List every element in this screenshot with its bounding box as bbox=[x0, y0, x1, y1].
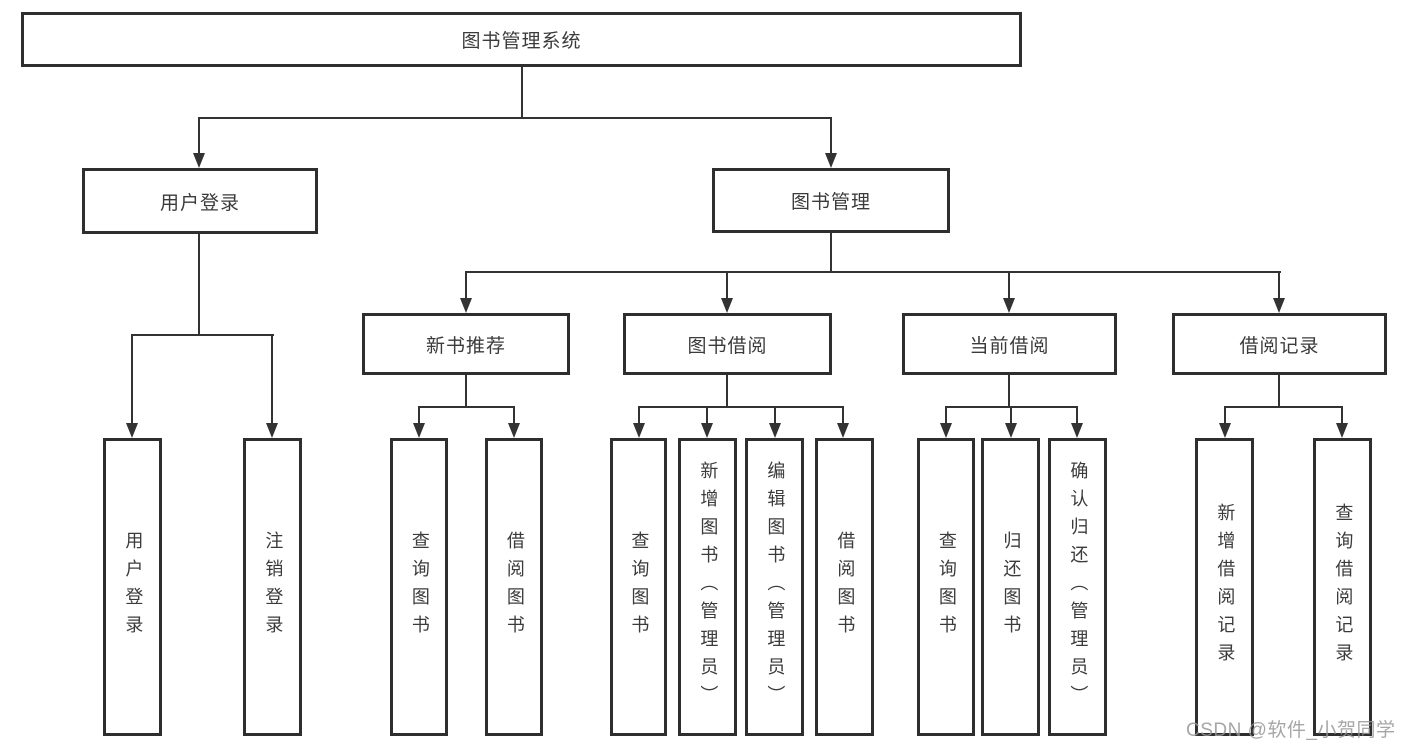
connector-line bbox=[131, 334, 274, 336]
leaf-logout: 注销登录 bbox=[243, 438, 302, 736]
connector-line bbox=[198, 117, 832, 119]
leaf-borrow-books-recommend: 借阅图书 bbox=[485, 438, 543, 736]
leaf-label: 借阅图书 bbox=[504, 531, 525, 643]
node-current-borrowing: 当前借阅 bbox=[902, 313, 1117, 375]
leaf-label: 新增借阅记录 bbox=[1215, 503, 1236, 671]
leaf-label: 确认归还（管理员） bbox=[1068, 461, 1089, 713]
node-label: 当前借阅 bbox=[969, 335, 1050, 357]
connector-line bbox=[465, 375, 467, 407]
connector-line bbox=[1008, 375, 1010, 407]
leaf-query-borrow-record: 查询借阅记录 bbox=[1313, 438, 1372, 736]
leaf-label: 借阅图书 bbox=[835, 531, 856, 643]
leaf-label: 归还图书 bbox=[1001, 531, 1022, 643]
leaf-label: 新增图书（管理员） bbox=[698, 461, 719, 713]
leaf-label: 用户登录 bbox=[123, 531, 144, 643]
arrow-down-icon bbox=[1071, 407, 1083, 438]
arrow-down-icon bbox=[508, 407, 520, 438]
arrow-down-icon bbox=[1005, 407, 1017, 438]
leaf-label: 注销登录 bbox=[263, 531, 284, 643]
connector-line bbox=[1224, 406, 1343, 408]
connector-line bbox=[198, 234, 200, 335]
node-label: 图书管理 bbox=[790, 192, 871, 213]
arrow-down-icon bbox=[825, 118, 837, 168]
leaf-borrow-books: 借阅图书 bbox=[815, 438, 874, 736]
arrow-down-icon bbox=[837, 407, 849, 438]
node-label: 新书推荐 bbox=[425, 335, 506, 357]
node-label: 用户登录 bbox=[159, 192, 240, 214]
node-label: 借阅记录 bbox=[1239, 335, 1320, 357]
arrow-down-icon bbox=[126, 335, 138, 438]
node-book-management: 图书管理 bbox=[712, 168, 950, 233]
leaf-query-books-current: 查询图书 bbox=[917, 438, 975, 736]
arrow-down-icon bbox=[460, 272, 472, 313]
arrow-down-icon bbox=[940, 407, 952, 438]
arrow-down-icon bbox=[1219, 407, 1231, 438]
leaf-label: 查询图书 bbox=[409, 531, 430, 643]
leaf-add-books-admin: 新增图书（管理员） bbox=[678, 438, 737, 736]
connector-line bbox=[638, 406, 844, 408]
arrow-down-icon bbox=[1003, 272, 1015, 313]
connector-line bbox=[726, 375, 728, 407]
leaf-user-login: 用户登录 bbox=[103, 438, 162, 736]
node-book-borrowing: 图书借阅 bbox=[623, 313, 832, 375]
connector-line bbox=[830, 233, 832, 272]
leaf-query-books-recommend: 查询图书 bbox=[390, 438, 448, 736]
arrow-down-icon bbox=[769, 407, 781, 438]
csdn-watermark: CSDN @软件_小贺同学 bbox=[1186, 720, 1396, 741]
connector-line bbox=[465, 271, 1281, 273]
node-label: 图书借阅 bbox=[687, 335, 768, 357]
connector-line bbox=[521, 67, 523, 118]
node-label: 图书管理系统 bbox=[461, 31, 582, 52]
connector-line bbox=[1278, 375, 1280, 407]
node-new-book-recommend: 新书推荐 bbox=[362, 313, 570, 375]
leaf-label: 查询图书 bbox=[936, 531, 957, 643]
arrow-down-icon bbox=[633, 407, 645, 438]
arrow-down-icon bbox=[1336, 407, 1348, 438]
arrow-down-icon bbox=[721, 272, 733, 313]
leaf-label: 查询借阅记录 bbox=[1333, 503, 1354, 671]
leaf-add-borrow-record: 新增借阅记录 bbox=[1195, 438, 1254, 736]
arrow-down-icon bbox=[1273, 272, 1285, 313]
leaf-edit-books-admin: 编辑图书（管理员） bbox=[745, 438, 804, 736]
arrow-down-icon bbox=[413, 407, 425, 438]
leaf-query-books-borrowing: 查询图书 bbox=[610, 438, 667, 736]
node-borrowing-records: 借阅记录 bbox=[1172, 313, 1387, 375]
leaf-confirm-return-admin: 确认归还（管理员） bbox=[1048, 438, 1107, 736]
node-user-login: 用户登录 bbox=[82, 168, 318, 234]
node-library-management-system: 图书管理系统 bbox=[21, 12, 1022, 67]
connector-line bbox=[418, 406, 515, 408]
leaf-label: 查询图书 bbox=[629, 531, 650, 643]
arrow-down-icon bbox=[193, 118, 205, 168]
arrow-down-icon bbox=[701, 407, 713, 438]
arrow-down-icon bbox=[266, 335, 278, 438]
leaf-label: 编辑图书（管理员） bbox=[765, 461, 786, 713]
leaf-return-books: 归还图书 bbox=[981, 438, 1040, 736]
